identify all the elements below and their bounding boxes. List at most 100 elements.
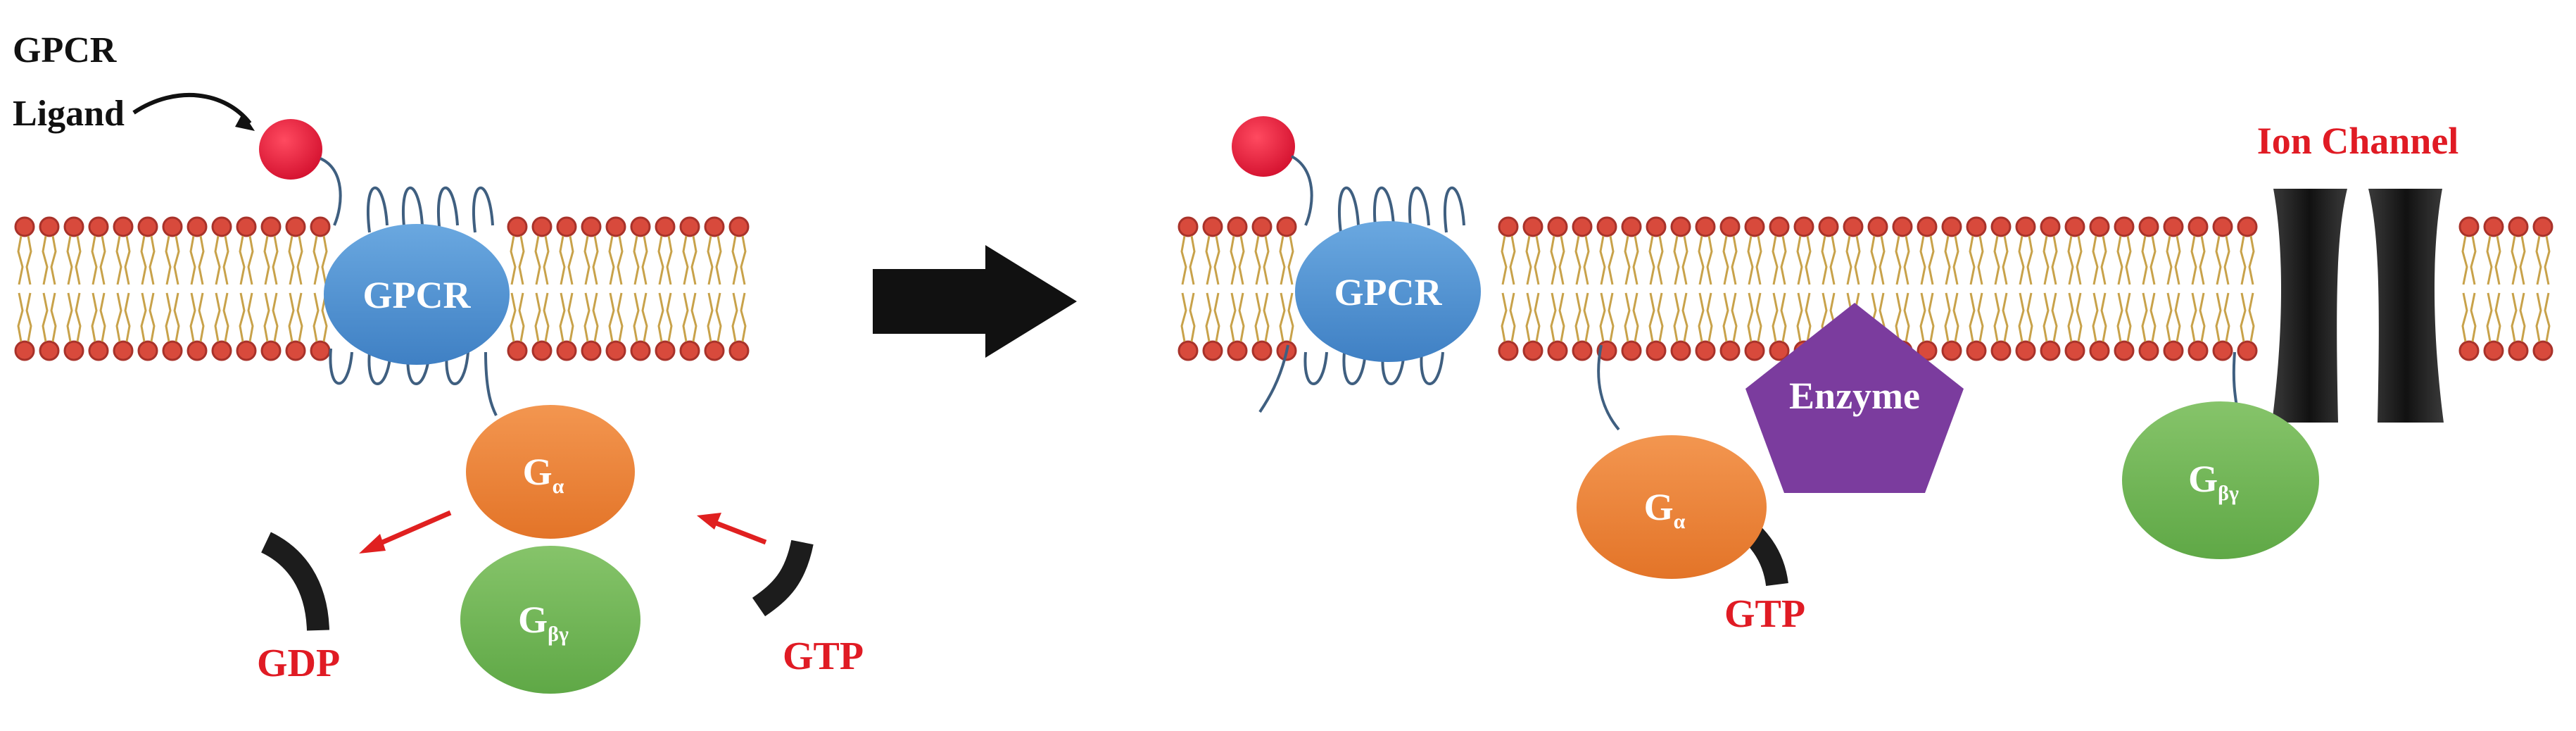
lipid-head	[630, 340, 651, 361]
lipid-tail	[2215, 235, 2230, 342]
lipid-tail	[2240, 235, 2255, 342]
lipid-head	[137, 340, 158, 361]
lipid-tail	[2511, 235, 2526, 342]
lipid-head	[310, 216, 331, 237]
lipid-tail	[1944, 235, 1959, 342]
lipid-tail	[1648, 235, 1664, 342]
lipid-head	[236, 216, 257, 237]
lipid-head	[1892, 216, 1913, 237]
lipid-tail	[1254, 235, 1270, 342]
lipid-tail	[534, 235, 550, 342]
ligand-pointer-arrow	[132, 93, 252, 125]
lipid-head	[1227, 216, 1248, 237]
lipid-head	[88, 216, 109, 237]
lipid-head	[285, 340, 306, 361]
lipid-head	[2187, 340, 2209, 361]
lipid-tail	[140, 235, 156, 342]
red-arrowhead-gdp	[359, 534, 386, 554]
lipid-tail	[583, 235, 599, 342]
lipid-tail	[1279, 235, 1294, 342]
g-alpha-label-left: Gα	[523, 451, 564, 498]
lipid-tail	[1993, 235, 2009, 342]
lipid-head	[1941, 340, 1962, 361]
lipid-tail	[2018, 235, 2033, 342]
g-alpha-base-right: G	[1644, 486, 1674, 528]
lipid-head	[1719, 340, 1741, 361]
g-alpha-label-right: Gα	[1644, 486, 1686, 533]
lipid-head	[1251, 216, 1273, 237]
lipid-head	[2089, 340, 2110, 361]
lipid-head	[14, 216, 35, 237]
enzyme-label: Enzyme	[1789, 375, 1920, 417]
lipid-tail	[608, 235, 624, 342]
lipid-head	[1547, 340, 1568, 361]
lipid-head	[63, 216, 84, 237]
gpcr-transmembrane-loops-right	[1258, 155, 1465, 413]
lipid-head	[1695, 216, 1716, 237]
lipid-head	[630, 216, 651, 237]
lipid-head	[1646, 216, 1667, 237]
lipid-head	[2064, 340, 2085, 361]
lipid-tail	[1698, 235, 1713, 342]
lipid-tail	[1180, 235, 1196, 342]
g-betagamma-sub-left: βγ	[548, 623, 569, 646]
lipid-head	[1917, 340, 1938, 361]
lipid-head	[1769, 340, 1790, 361]
lipid-head	[605, 340, 626, 361]
lipid-tail	[312, 235, 328, 342]
g-betagamma-right	[2122, 401, 2319, 559]
lipid-head	[137, 216, 158, 237]
lipid-head	[1227, 340, 1248, 361]
lipid-head	[2064, 216, 2085, 237]
lipid-head	[1177, 340, 1199, 361]
lipid-head	[63, 340, 84, 361]
lipid-tail	[1722, 235, 1738, 342]
g-alpha-sub-right: α	[1674, 510, 1686, 533]
lipid-bilayer-right	[1177, 216, 2553, 361]
gpcr-transmembrane-loops-left	[320, 157, 498, 416]
g-betagamma-base-right: G	[2188, 458, 2218, 500]
lipid-head	[1251, 340, 1273, 361]
lipid-tail	[1821, 235, 1836, 342]
lipid-head	[187, 340, 208, 361]
lipid-head	[2458, 340, 2480, 361]
lipid-head	[2114, 340, 2135, 361]
lipid-tail	[2486, 235, 2501, 342]
lipid-tail	[91, 235, 106, 342]
lipid-head	[655, 216, 676, 237]
lipid-head	[2015, 216, 2036, 237]
lipid-head	[1621, 216, 1642, 237]
lipid-head	[1202, 340, 1223, 361]
lipid-tail	[288, 235, 303, 342]
g-betagamma-base-left: G	[518, 599, 548, 641]
lipid-tail	[2141, 235, 2157, 342]
lipid-head	[679, 216, 700, 237]
lipid-tail	[633, 235, 648, 342]
lipid-tail	[1919, 235, 1935, 342]
lipid-tail	[1747, 235, 1762, 342]
lipid-head	[581, 216, 602, 237]
lipid-head	[556, 340, 577, 361]
lipid-head	[39, 216, 60, 237]
lipid-head	[2114, 216, 2135, 237]
gpcr-ligand-label-line2: Ligand	[13, 94, 125, 134]
ion-channel-right-half	[2368, 189, 2444, 423]
ion-channel-label: Ion Channel	[2257, 120, 2459, 162]
lipid-head	[2532, 340, 2553, 361]
lipid-tail	[2116, 235, 2132, 342]
lipid-head	[581, 340, 602, 361]
lipid-head	[704, 216, 725, 237]
g-alpha-left	[466, 405, 635, 539]
lipid-head	[1744, 340, 1765, 361]
lipid-head	[507, 340, 528, 361]
gdp-label: GDP	[257, 642, 340, 685]
lipid-tail	[263, 235, 279, 342]
lipid-tail	[1895, 235, 1910, 342]
lipid-tail	[115, 235, 131, 342]
lipid-tail	[2166, 235, 2181, 342]
lipid-tail	[42, 235, 57, 342]
lipid-head	[2237, 340, 2258, 361]
g-alpha-tether	[1597, 344, 1620, 431]
lipid-head	[2532, 216, 2553, 237]
